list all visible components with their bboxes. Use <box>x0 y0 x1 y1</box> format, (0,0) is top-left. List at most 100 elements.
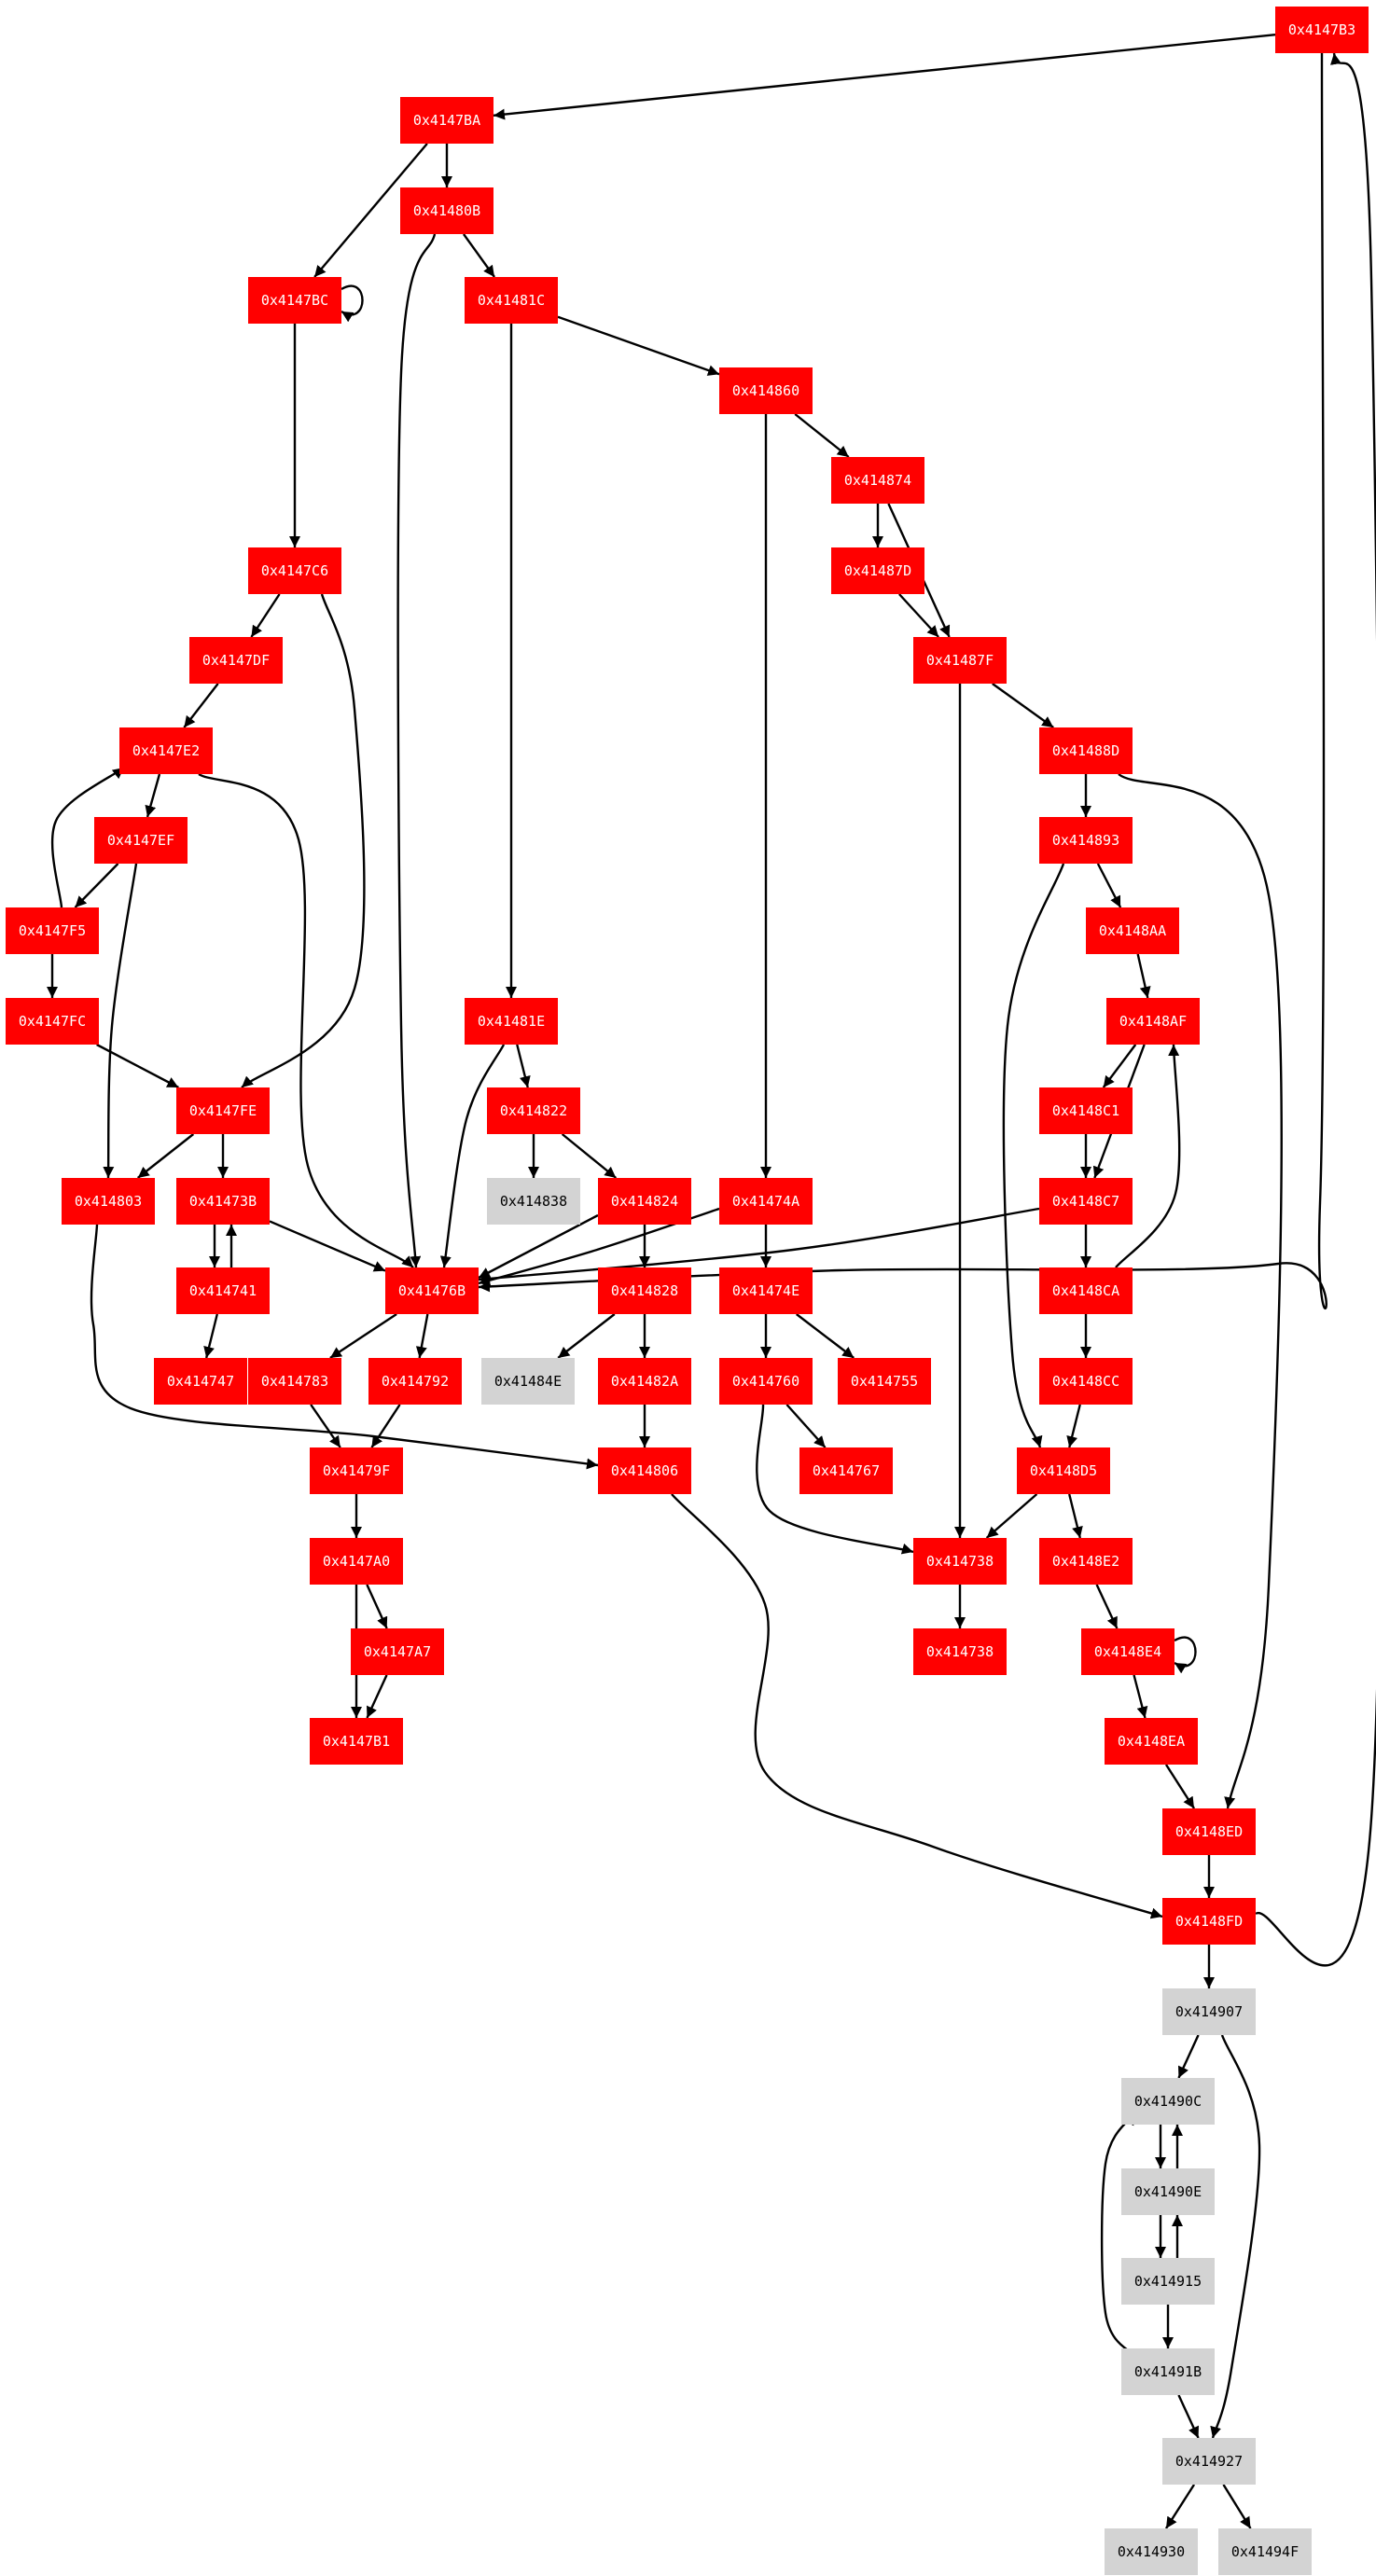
graph-edge <box>462 233 496 278</box>
graph-node[interactable]: 0x4147EF <box>94 817 188 864</box>
graph-edge <box>74 863 119 908</box>
graph-edge <box>794 413 850 458</box>
graph-edge <box>493 33 1276 120</box>
graph-edge <box>50 767 125 908</box>
graph-node[interactable]: 0x4147B3 <box>1275 7 1369 53</box>
graph-node[interactable]: 0x41474A <box>719 1178 813 1225</box>
graph-edge <box>341 284 364 323</box>
graph-node[interactable]: 0x41491B <box>1121 2348 1215 2395</box>
graph-edge <box>1210 2034 1261 2439</box>
graph-node[interactable]: 0x41482A <box>598 1358 691 1405</box>
graph-node[interactable]: 0x414824 <box>598 1178 691 1225</box>
graph-edge <box>671 1493 1163 1919</box>
graph-node[interactable]: 0x4147A7 <box>351 1628 444 1675</box>
graph-node[interactable]: 0x4147C6 <box>248 547 341 594</box>
graph-node[interactable]: 0x414907 <box>1162 1988 1256 2035</box>
graph-node[interactable]: 0x41487D <box>831 547 924 594</box>
graph-node[interactable]: 0x414783 <box>248 1358 341 1405</box>
graph-node[interactable]: 0x414828 <box>598 1267 691 1314</box>
graph-node[interactable]: 0x4148AA <box>1086 907 1179 954</box>
graph-node[interactable]: 0x41479F <box>310 1447 403 1494</box>
graph-node[interactable]: 0x41487F <box>913 637 1007 684</box>
graph-node[interactable]: 0x41481E <box>465 998 558 1045</box>
graph-node[interactable]: 0x414792 <box>368 1358 462 1405</box>
graph-node[interactable]: 0x41473B <box>176 1178 270 1225</box>
graph-edge <box>1164 2484 1196 2529</box>
graph-edge <box>796 1313 855 1359</box>
graph-edge <box>557 1313 616 1359</box>
graph-edge <box>145 773 161 818</box>
graph-node[interactable]: 0x41476B <box>385 1267 479 1314</box>
graph-node[interactable]: 0x41484E <box>481 1358 575 1405</box>
graph-node[interactable]: 0x4147BA <box>400 97 493 144</box>
graph-node[interactable]: 0x41474E <box>719 1267 813 1314</box>
graph-node[interactable]: 0x414803 <box>62 1178 155 1225</box>
graph-node[interactable]: 0x414747 <box>154 1358 247 1405</box>
graph-node[interactable]: 0x4148C1 <box>1039 1087 1133 1134</box>
graph-node[interactable]: 0x4147BC <box>248 277 341 324</box>
graph-node[interactable]: 0x414760 <box>719 1358 813 1405</box>
graph-node[interactable]: 0x4148EA <box>1105 1718 1198 1765</box>
graph-node[interactable]: 0x41494F <box>1218 2528 1312 2575</box>
graph-node[interactable]: 0x414755 <box>838 1358 931 1405</box>
graph-node[interactable]: 0x414930 <box>1105 2528 1198 2575</box>
graph-node[interactable]: 0x4147E2 <box>119 727 213 774</box>
graph-node[interactable]: 0x4148D5 <box>1017 1447 1110 1494</box>
graph-node[interactable]: 0x414893 <box>1039 817 1133 864</box>
graph-node[interactable]: 0x4148CA <box>1039 1267 1133 1314</box>
graph-node[interactable]: 0x414860 <box>719 367 813 414</box>
graph-node[interactable]: 0x414874 <box>831 457 924 504</box>
graph-edge <box>439 1044 506 1268</box>
graph-node[interactable]: 0x4148E2 <box>1039 1538 1133 1585</box>
graph-node[interactable]: 0x4148FD <box>1162 1898 1256 1945</box>
graph-edge <box>1100 2112 1136 2357</box>
graph-edge <box>250 593 281 638</box>
graph-edge <box>415 1313 429 1359</box>
graph-node[interactable]: 0x41481C <box>465 277 558 324</box>
graph-node[interactable]: 0x4147DF <box>189 637 283 684</box>
graph-edge <box>1222 2484 1252 2529</box>
graph-node[interactable]: 0x4148AF <box>1106 998 1200 1045</box>
graph-edge <box>396 233 437 1268</box>
graph-edge <box>1174 1636 1197 1674</box>
graph-edge <box>785 1404 827 1448</box>
graph-node[interactable]: 0x4147B1 <box>310 1718 403 1765</box>
graph-node[interactable]: 0x414822 <box>487 1087 580 1134</box>
graph-node[interactable]: 0x41490E <box>1121 2168 1215 2215</box>
graph-edge <box>103 863 138 1179</box>
graph-node[interactable]: 0x414767 <box>799 1447 893 1494</box>
graph-edge <box>310 1404 341 1448</box>
graph-node[interactable]: 0x4148ED <box>1162 1808 1256 1855</box>
graph-node[interactable]: 0x4147A0 <box>310 1538 403 1585</box>
graph-node[interactable]: 0x41490C <box>1121 2078 1215 2125</box>
graph-edge <box>329 1312 397 1360</box>
graph-node[interactable]: 0x4147FC <box>6 998 99 1045</box>
graph-node[interactable]: 0x414738 <box>913 1628 1007 1675</box>
graph-edge <box>1255 52 1376 1967</box>
graph-node[interactable]: 0x4148E4 <box>1081 1628 1174 1675</box>
graph-node[interactable]: 0x41480B <box>400 187 493 234</box>
graph-node[interactable]: 0x414741 <box>176 1267 270 1314</box>
graph-node[interactable]: 0x414915 <box>1121 2258 1215 2305</box>
graph-edge <box>198 772 414 1268</box>
graph-node[interactable]: 0x414738 <box>913 1538 1007 1585</box>
graph-edge <box>1096 863 1122 908</box>
graph-node[interactable]: 0x41488D <box>1039 727 1133 774</box>
graph-node[interactable]: 0x4148CC <box>1039 1358 1133 1405</box>
graph-node[interactable]: 0x4147FE <box>176 1087 270 1134</box>
graph-edge <box>1002 863 1065 1448</box>
graph-edge <box>1133 1674 1148 1719</box>
graph-edge <box>992 683 1054 728</box>
graph-edge <box>313 143 428 278</box>
graph-node[interactable]: 0x414806 <box>598 1447 691 1494</box>
graph-node[interactable]: 0x414838 <box>487 1178 580 1225</box>
graph-node[interactable]: 0x4148C7 <box>1039 1178 1133 1225</box>
graph-node[interactable]: 0x414927 <box>1162 2438 1256 2485</box>
graph-edge <box>203 1313 218 1359</box>
graph-edge <box>269 1220 386 1272</box>
graph-edge <box>561 1133 618 1179</box>
graph-edge <box>183 683 219 728</box>
graph-node[interactable]: 0x4147F5 <box>6 907 99 954</box>
